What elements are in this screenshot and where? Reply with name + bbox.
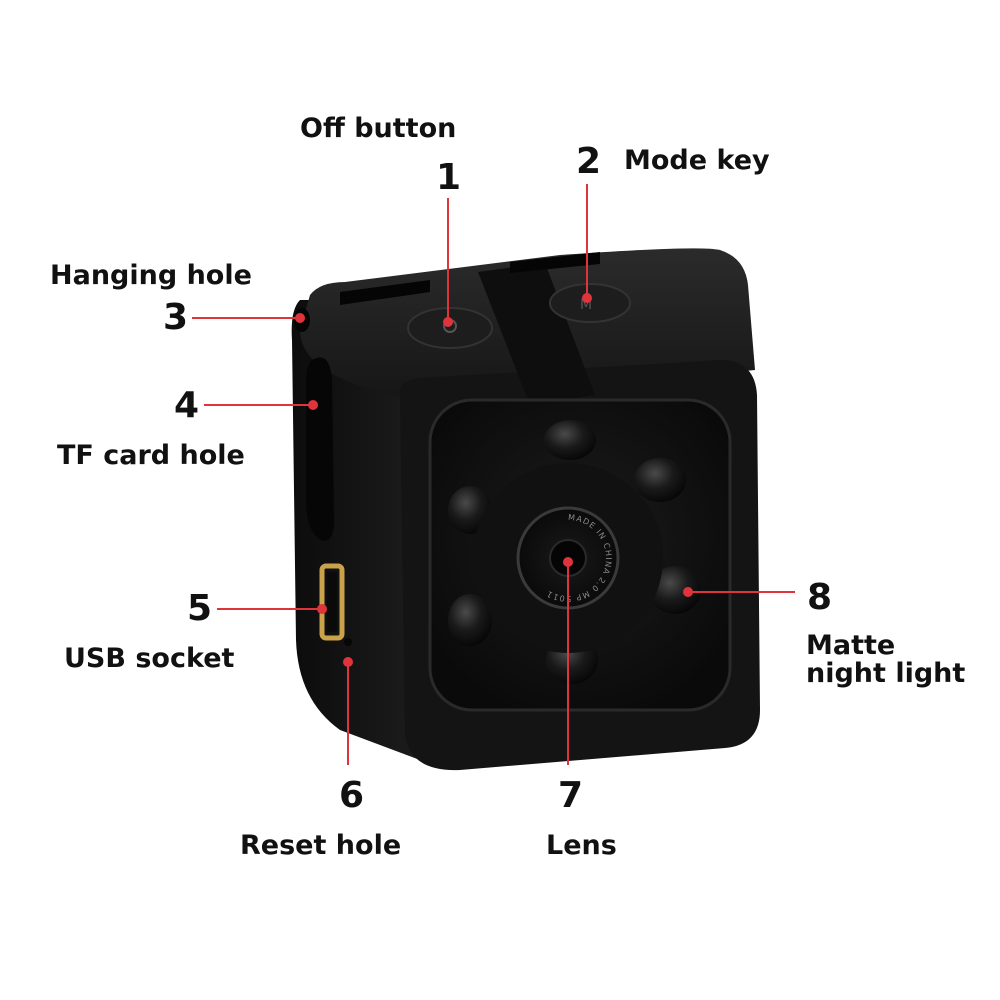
reset-hole-shape	[344, 638, 352, 646]
callout-label-7: Lens	[546, 830, 617, 861]
leader-dot-3	[295, 313, 305, 323]
callout-number-4: 4	[174, 385, 200, 426]
off-button-shape[interactable]	[407, 307, 493, 349]
callout-number-2: 2	[576, 141, 602, 182]
callout-number-8: 8	[807, 577, 833, 618]
mode-button-shape[interactable]	[549, 283, 631, 323]
callout-number-6: 6	[339, 775, 365, 816]
leader-dot-1	[443, 317, 453, 327]
leader-dot-2	[582, 293, 592, 303]
callout-label-8-line2: night light	[806, 658, 966, 689]
usb-socket-inner	[327, 572, 337, 632]
callout-number-3: 3	[163, 297, 189, 338]
tf-card-slot	[306, 357, 334, 541]
callout-label-6: Reset hole	[240, 830, 402, 861]
callout-label-4: TF card hole	[57, 440, 245, 471]
usb-socket-shape	[319, 563, 345, 641]
callout-label-2: Mode key	[624, 145, 770, 176]
callout-label-5: USB socket	[64, 643, 235, 674]
callout-number-1: 1	[436, 157, 462, 198]
camera-body: M MADE IN CHINA 2.0 MP 5011	[291, 248, 760, 771]
callout-label-1: Off button	[300, 113, 457, 144]
night-light-bulb	[448, 594, 492, 646]
leader-dot-7	[563, 557, 573, 567]
strap-band	[478, 263, 595, 405]
night-light-bulb	[649, 566, 701, 614]
leader-dot-6	[343, 657, 353, 667]
leader-dot-8	[683, 587, 693, 597]
night-light-bulb	[544, 420, 596, 460]
leader-dot-4	[308, 400, 318, 410]
top-slot-right	[510, 252, 600, 273]
callout-number-7: 7	[558, 775, 584, 816]
night-light-bulb	[634, 458, 686, 502]
callout-number-5: 5	[187, 588, 213, 629]
leader-dot-5	[317, 604, 327, 614]
leader-lines	[192, 184, 795, 765]
top-slot-left	[340, 280, 430, 305]
callout-label-8: Matte	[806, 630, 896, 661]
callout-label-3: Hanging hole	[50, 260, 252, 291]
